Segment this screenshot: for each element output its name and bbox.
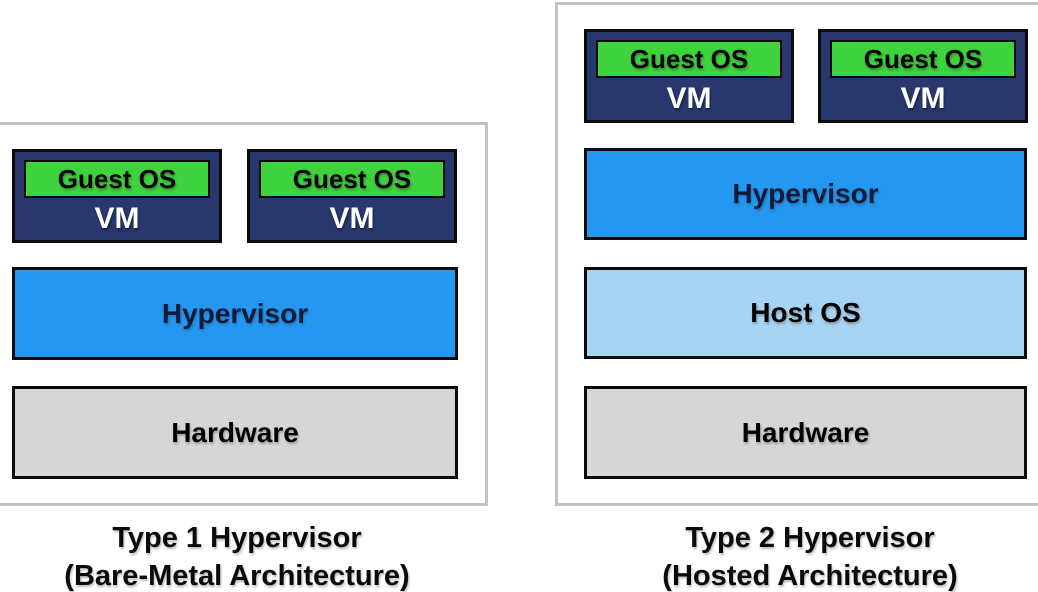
type2-host-os-layer: Host OS — [584, 267, 1027, 359]
vm-label: VM — [900, 82, 946, 115]
type1-caption-line2: (Bare-Metal Architecture) — [64, 560, 410, 592]
guest-os-label: Guest OS — [292, 163, 412, 194]
type2-hardware-layer: Hardware — [584, 386, 1027, 479]
vm-label: VM — [666, 82, 712, 115]
type1-hypervisor-layer: Hypervisor — [12, 267, 458, 360]
type2-vm-box-2: Guest OS VM — [818, 29, 1028, 123]
type2-caption-line2: (Hosted Architecture) — [662, 560, 958, 592]
type1-guest-os-box-2: Guest OS — [259, 160, 445, 198]
vm-label: VM — [329, 202, 375, 235]
type1-hardware-layer: Hardware — [12, 386, 458, 479]
guest-os-label: Guest OS — [57, 163, 177, 194]
type2-vm-box-1: Guest OS VM — [584, 29, 794, 123]
type1-vm-box-2: Guest OS VM — [247, 149, 457, 243]
guest-os-label: Guest OS — [629, 43, 749, 74]
type2-caption: Type 2 Hypervisor (Hosted Architecture) — [590, 519, 1030, 592]
type1-caption-line1: Type 1 Hypervisor — [112, 522, 362, 554]
type1-guest-os-box-1: Guest OS — [24, 160, 210, 198]
guest-os-label: Guest OS — [863, 43, 983, 74]
type2-guest-os-box-2: Guest OS — [830, 40, 1016, 78]
type2-caption-line1: Type 2 Hypervisor — [685, 522, 935, 554]
type1-caption: Type 1 Hypervisor (Bare-Metal Architectu… — [17, 519, 457, 592]
type1-vm-box-1: Guest OS VM — [12, 149, 222, 243]
type2-hypervisor-layer: Hypervisor — [584, 148, 1027, 240]
vm-label: VM — [94, 202, 140, 235]
type2-guest-os-box-1: Guest OS — [596, 40, 782, 78]
